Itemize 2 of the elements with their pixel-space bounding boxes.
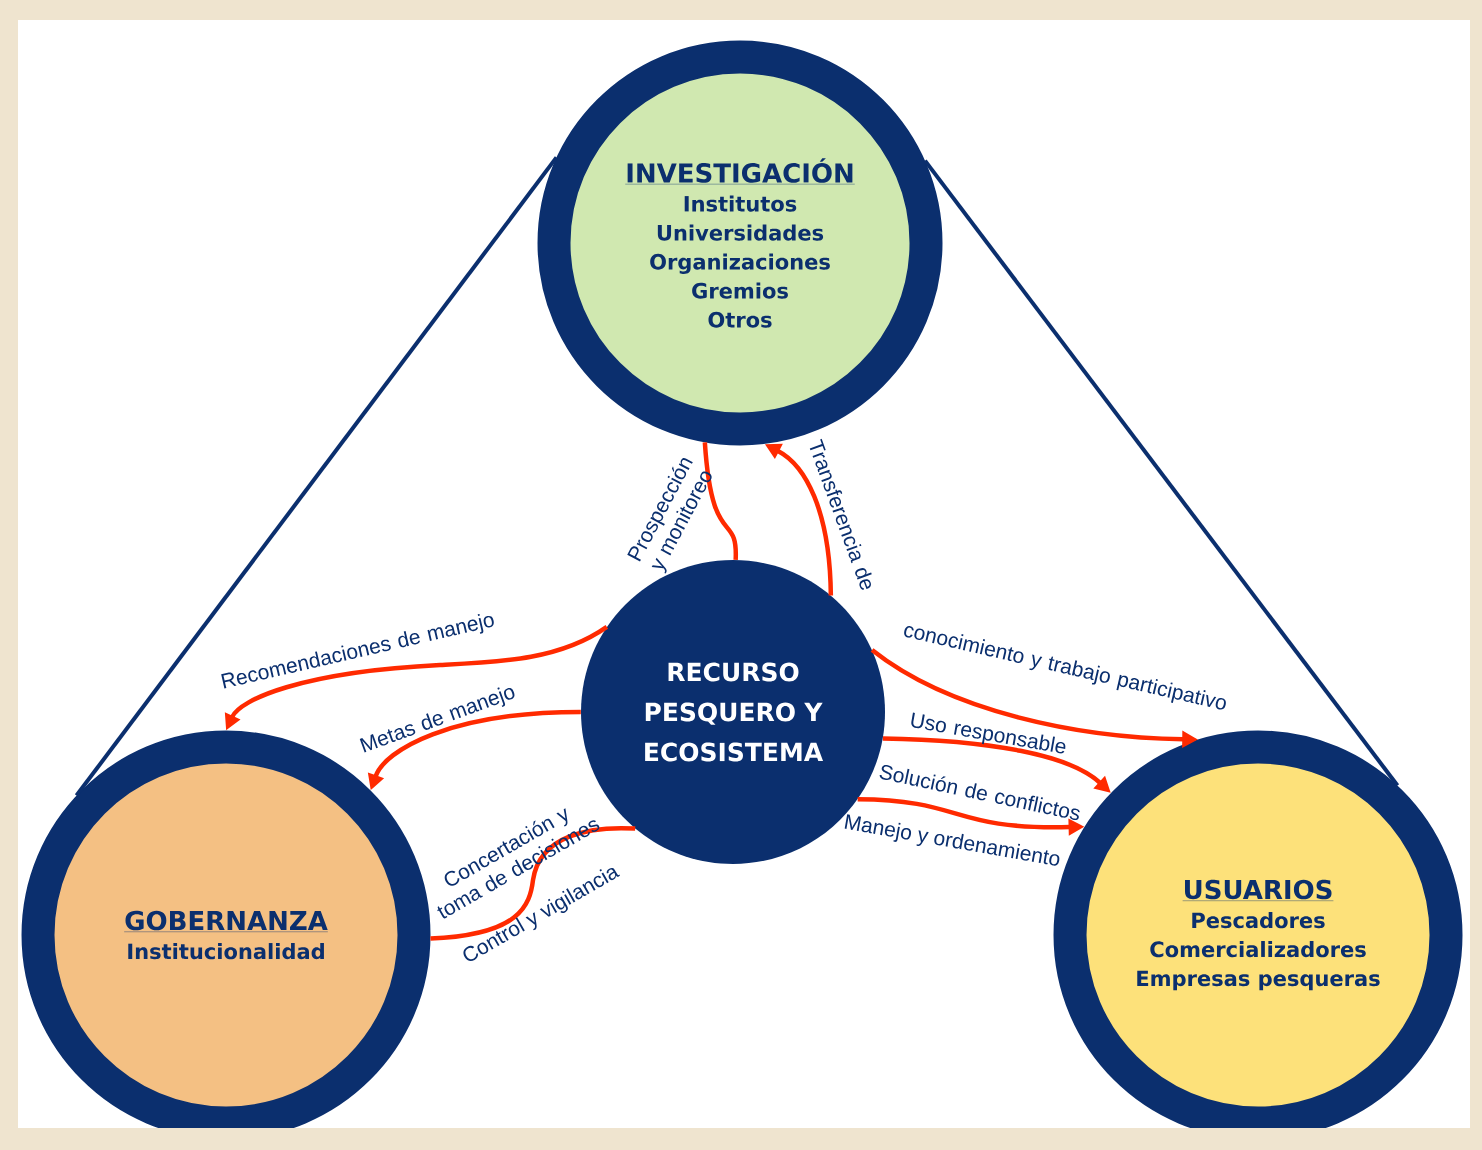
connector-line [74, 156, 559, 797]
connector-line [923, 159, 1400, 787]
